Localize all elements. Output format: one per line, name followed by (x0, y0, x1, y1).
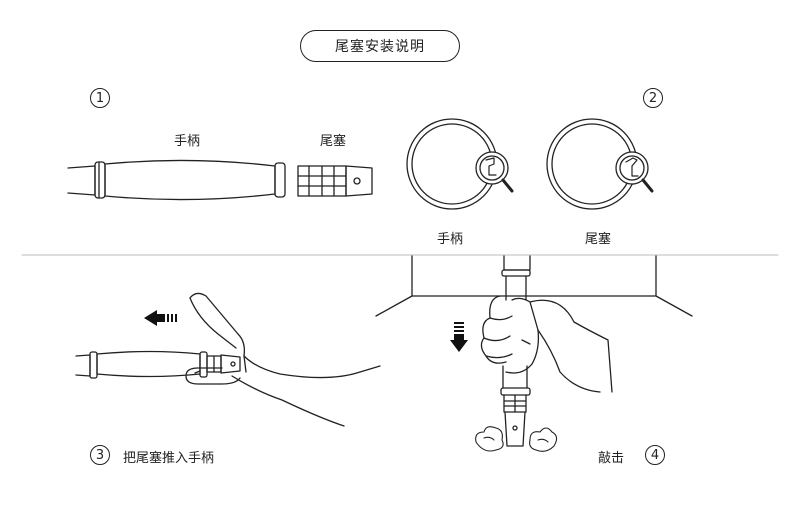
step3-plug-drawing (206, 354, 241, 374)
step1-handle-drawing (67, 159, 286, 201)
step1-plug-drawing (297, 165, 373, 197)
step3-caption: 把尾塞推入手柄 (123, 451, 215, 466)
dust-cloud-icon (475, 426, 558, 452)
step4-fist-drawing (480, 295, 613, 393)
push-left-arrow-icon (144, 310, 177, 326)
step2-plug-ring (546, 118, 654, 210)
step4-caption: 敲击 (598, 451, 625, 466)
step1-number-badge: 1 (90, 88, 110, 108)
step3-number-badge: 3 (90, 445, 110, 465)
page-title: 尾塞安装说明 (300, 30, 460, 62)
step2-number-badge: 2 (643, 88, 663, 108)
step2-handle-label: 手柄 (437, 232, 464, 247)
step2-handle-ring (406, 118, 514, 210)
step1-plug-label: 尾塞 (320, 134, 347, 149)
step3-handle-drawing (75, 350, 208, 379)
step1-handle-label: 手柄 (174, 134, 201, 149)
step4-handle-drawing (500, 255, 531, 447)
step4-number-badge: 4 (645, 445, 665, 465)
step4-floor-drawing (375, 255, 693, 317)
down-arrow-icon (450, 322, 468, 352)
step2-plug-label: 尾塞 (585, 232, 612, 247)
step3-hand-drawing (185, 292, 381, 427)
